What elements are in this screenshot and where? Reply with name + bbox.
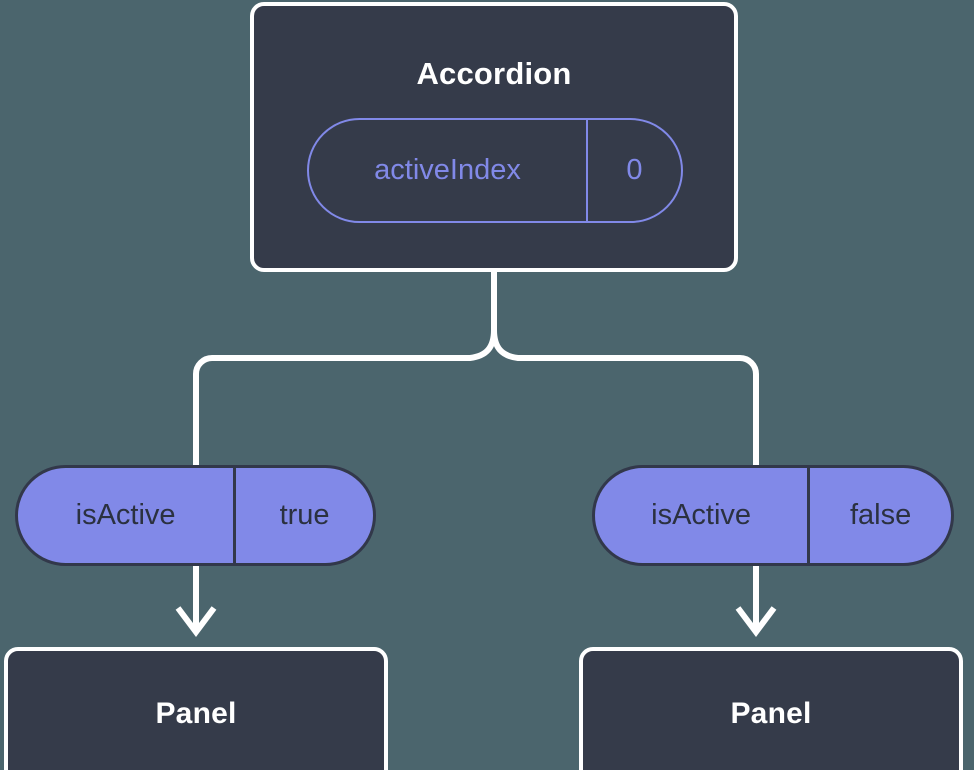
accordion-node-title: Accordion [416,56,572,91]
props-pill-left-value: true [233,468,373,563]
state-pill-active-index[interactable]: activeIndex 0 [307,118,683,223]
props-pill-is-active-false[interactable]: isActive false [592,465,954,566]
panel-node-left[interactable]: Panel [4,647,388,770]
props-pill-right-value: false [807,468,951,563]
connector-junction [212,329,497,361]
props-pill-left-key: isActive [75,499,176,531]
connector-junction-mirror [491,329,740,361]
props-pill-is-active-true[interactable]: isActive true [15,465,376,566]
props-pill-right-key: isActive [651,499,752,531]
state-pill-key: activeIndex [374,154,521,186]
panel-node-right[interactable]: Panel [579,647,963,770]
state-pill-value: 0 [586,120,681,221]
panel-node-left-title: Panel [155,697,237,730]
connector-left-arm [193,355,213,468]
arrow-right-pill-to-panel [735,566,777,637]
panel-node-right-title: Panel [730,697,812,730]
arrow-left-pill-to-panel [175,566,217,637]
connector-right-arm [739,355,759,468]
